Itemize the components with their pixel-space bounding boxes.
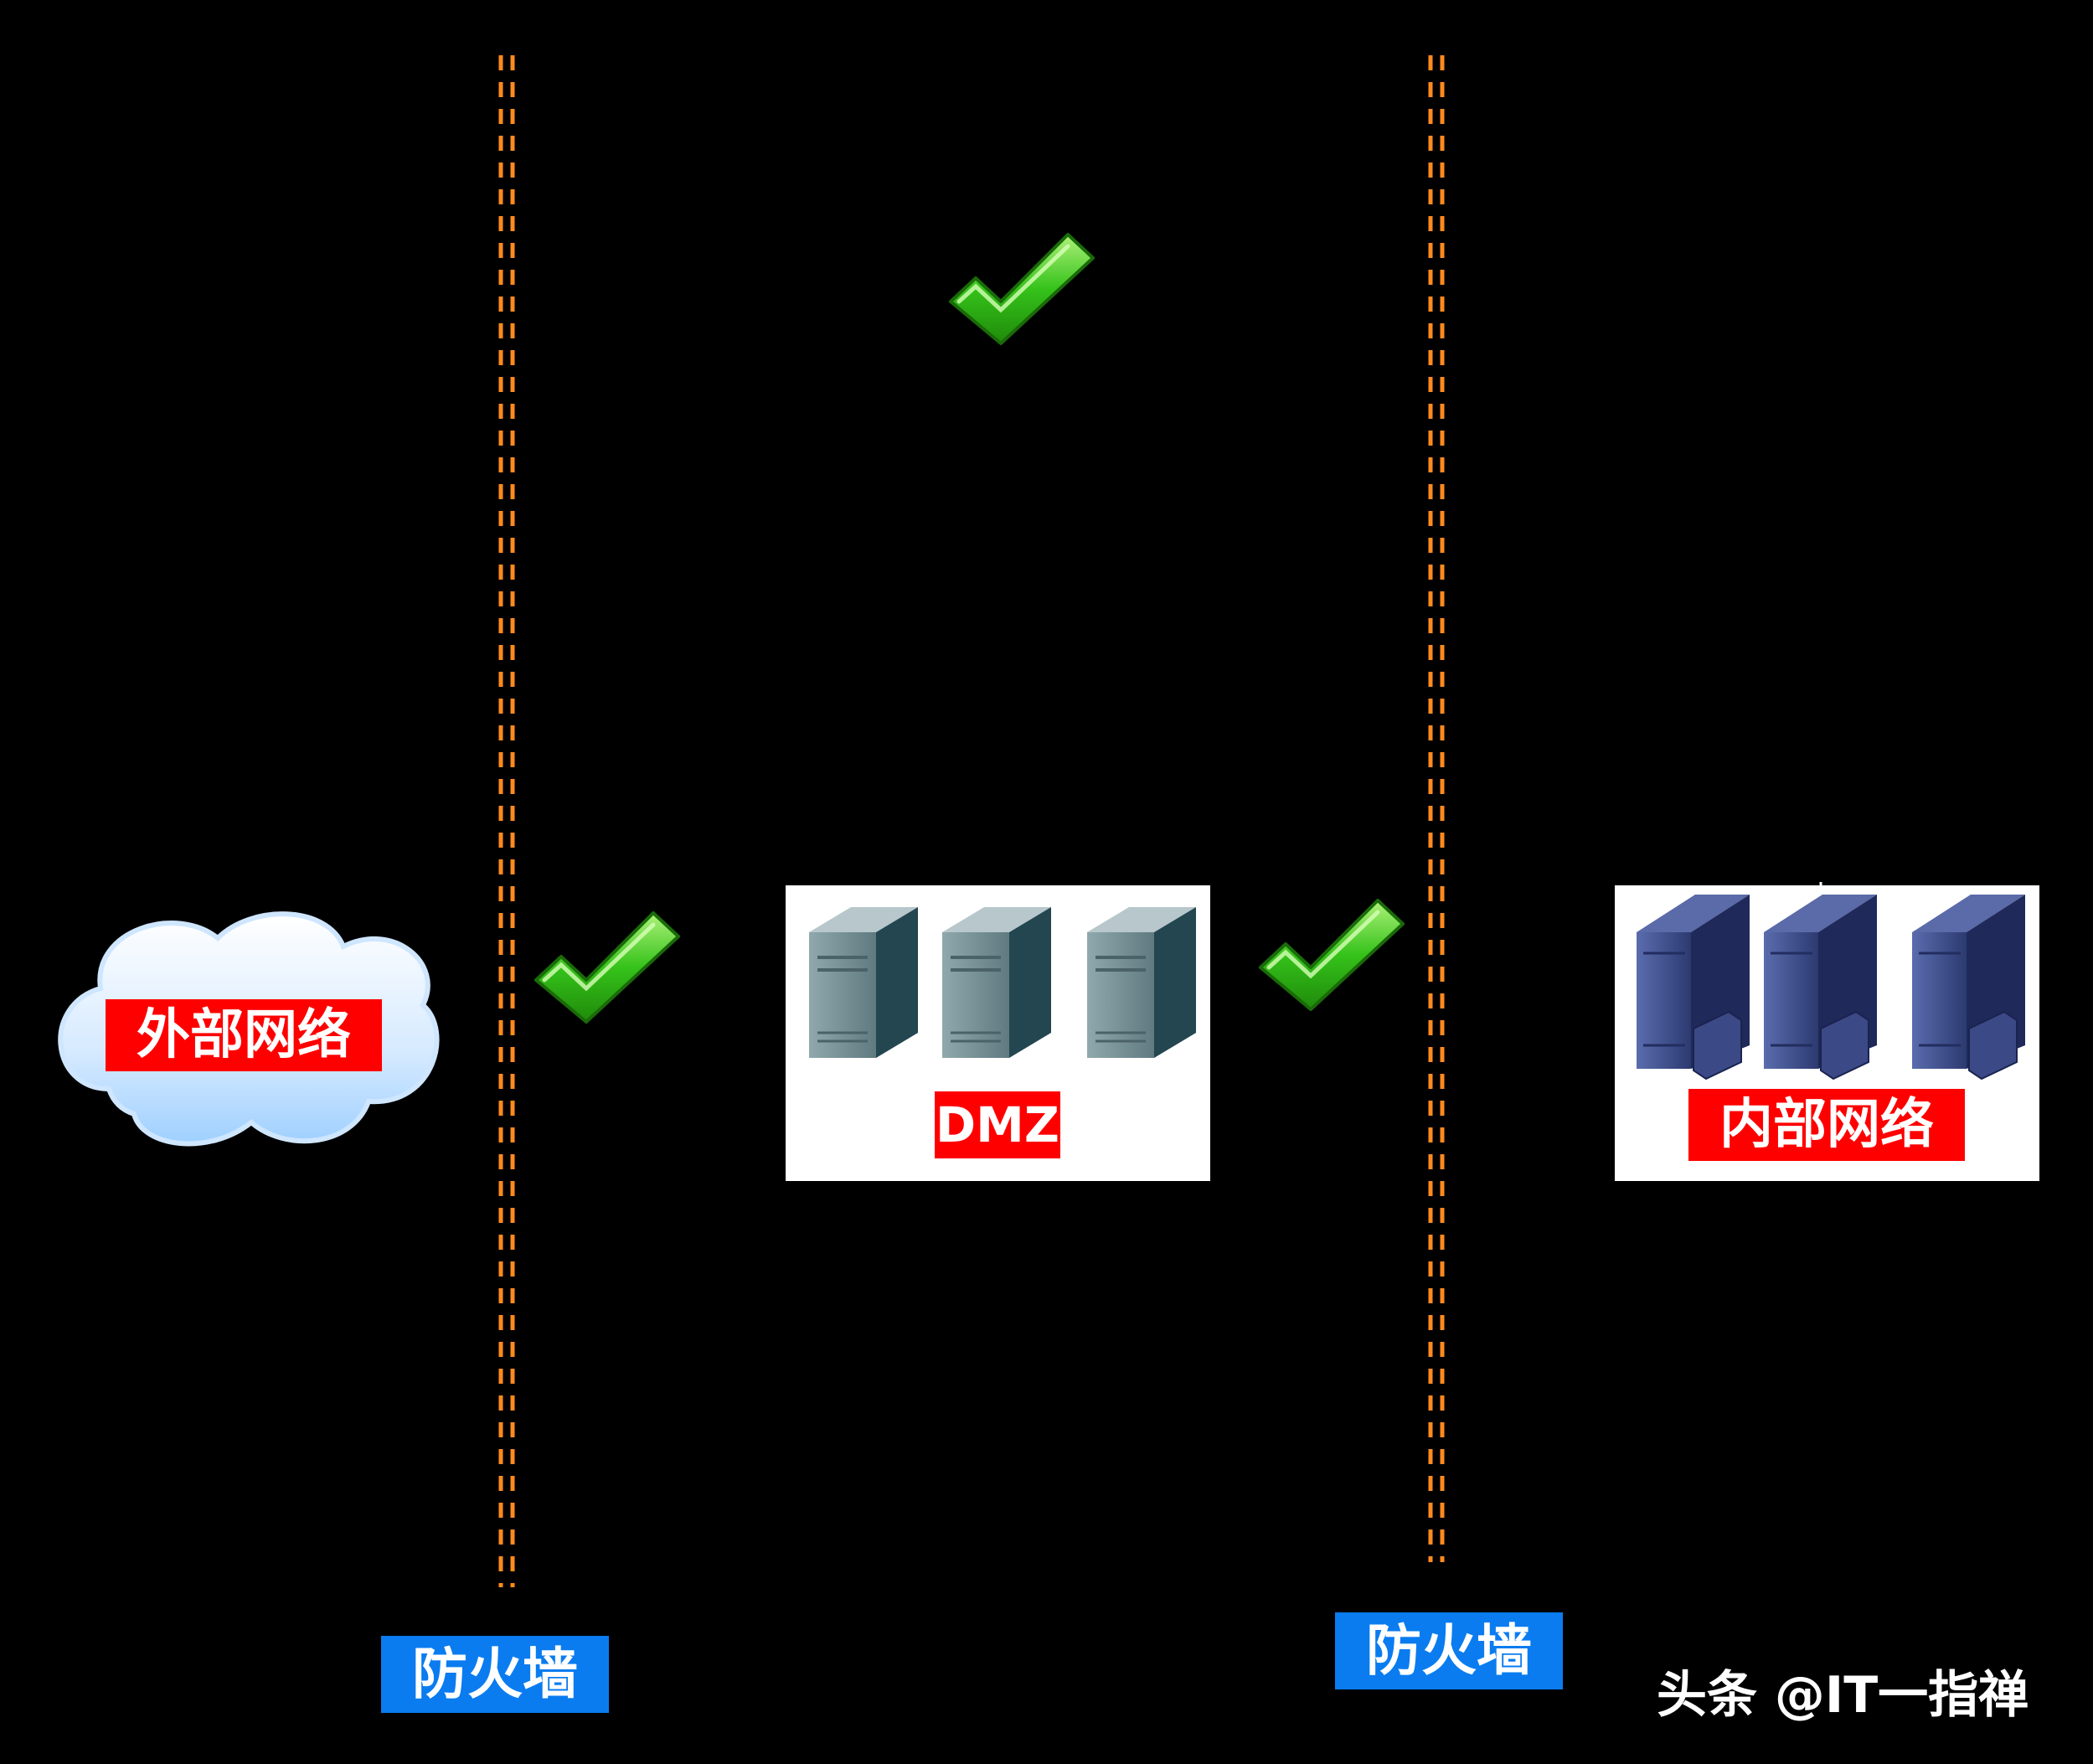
firewall-label-left: 防火墙 — [381, 1636, 609, 1713]
external-network-label: 外部网络 — [106, 999, 382, 1071]
internal-server-icon — [1637, 895, 1750, 1081]
firewall-label-right: 防火墙 — [1335, 1612, 1563, 1689]
dmz-server-icon — [809, 907, 918, 1058]
dmz-server-icon — [942, 907, 1051, 1058]
internal-server-icon — [1912, 895, 2025, 1081]
firewall-line-left — [498, 55, 515, 1587]
firewall-line-right — [1428, 55, 1445, 1562]
dmz-server-icon — [1087, 907, 1196, 1058]
dmz-label: DMZ — [935, 1091, 1060, 1158]
watermark-text: 头条 @IT一指禅 — [1657, 1666, 2029, 1725]
internal-network-label: 内部网络 — [1688, 1089, 1965, 1161]
internal-server-icon — [1764, 895, 1877, 1081]
